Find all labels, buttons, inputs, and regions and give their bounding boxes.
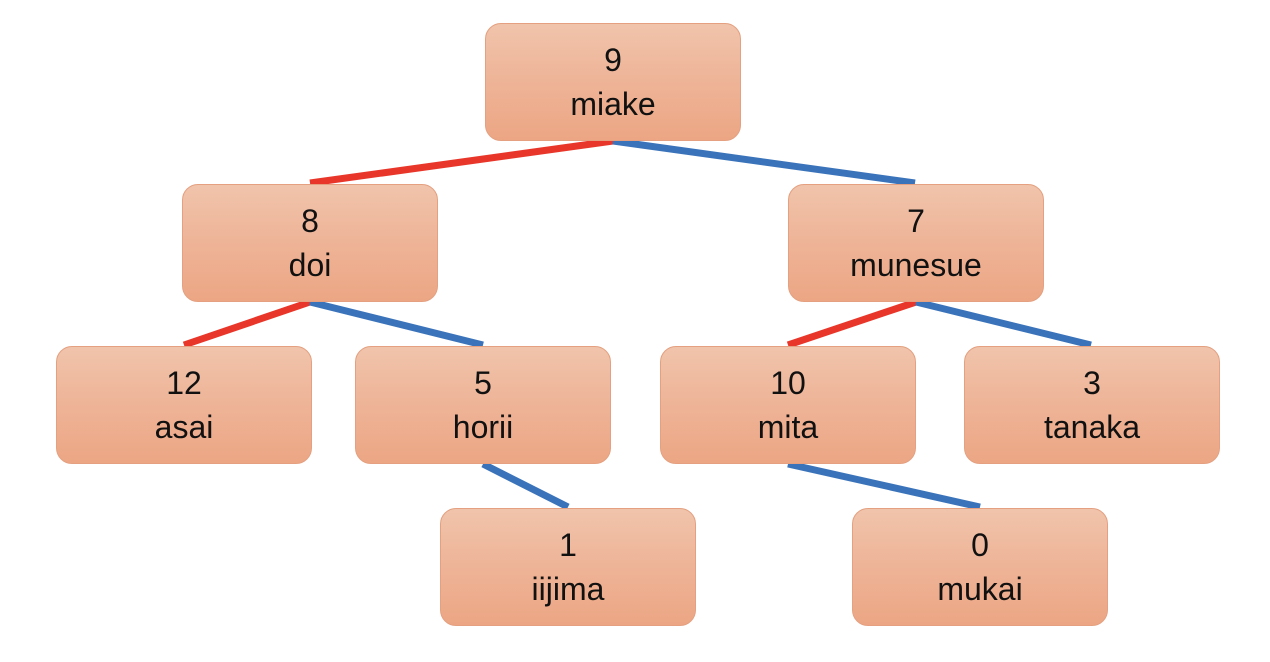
tree-node-mukai: 0 mukai — [852, 508, 1108, 626]
edge-mita-mukai — [787, 460, 981, 511]
node-name: asai — [154, 409, 214, 445]
tree-node-horii: 5 horii — [355, 346, 611, 464]
edge-doi-asai — [182, 298, 312, 349]
tree-node-asai: 12 asai — [56, 346, 312, 464]
tree-node-tanaka: 3 tanaka — [964, 346, 1220, 464]
tree-node-miake: 9 miake — [485, 23, 741, 141]
node-value: 9 — [604, 42, 622, 78]
node-value: 5 — [474, 365, 492, 401]
node-name: horii — [452, 409, 514, 445]
edge-miake-munesue — [612, 137, 916, 187]
edge-miake-doi — [309, 137, 614, 187]
node-value: 1 — [559, 527, 577, 563]
tree-node-mita: 10 mita — [660, 346, 916, 464]
edge-munesue-mita — [786, 298, 918, 349]
node-value: 3 — [1083, 365, 1101, 401]
node-name: mukai — [937, 571, 1023, 607]
node-value: 8 — [301, 203, 319, 239]
node-name: miake — [570, 86, 656, 122]
node-name: munesue — [850, 247, 982, 283]
tree-node-munesue: 7 munesue — [788, 184, 1044, 302]
edge-munesue-tanaka — [915, 298, 1092, 349]
node-value: 0 — [971, 527, 989, 563]
edge-doi-horii — [309, 298, 484, 349]
node-name: mita — [757, 409, 819, 445]
tree-node-doi: 8 doi — [182, 184, 438, 302]
node-value: 12 — [166, 365, 202, 401]
node-name: tanaka — [1043, 409, 1141, 445]
node-name: doi — [288, 247, 332, 283]
node-name: iijima — [531, 571, 605, 607]
edge-horii-iijima — [481, 460, 570, 511]
tree-node-iijima: 1 iijima — [440, 508, 696, 626]
node-value: 10 — [770, 365, 806, 401]
node-value: 7 — [907, 203, 925, 239]
